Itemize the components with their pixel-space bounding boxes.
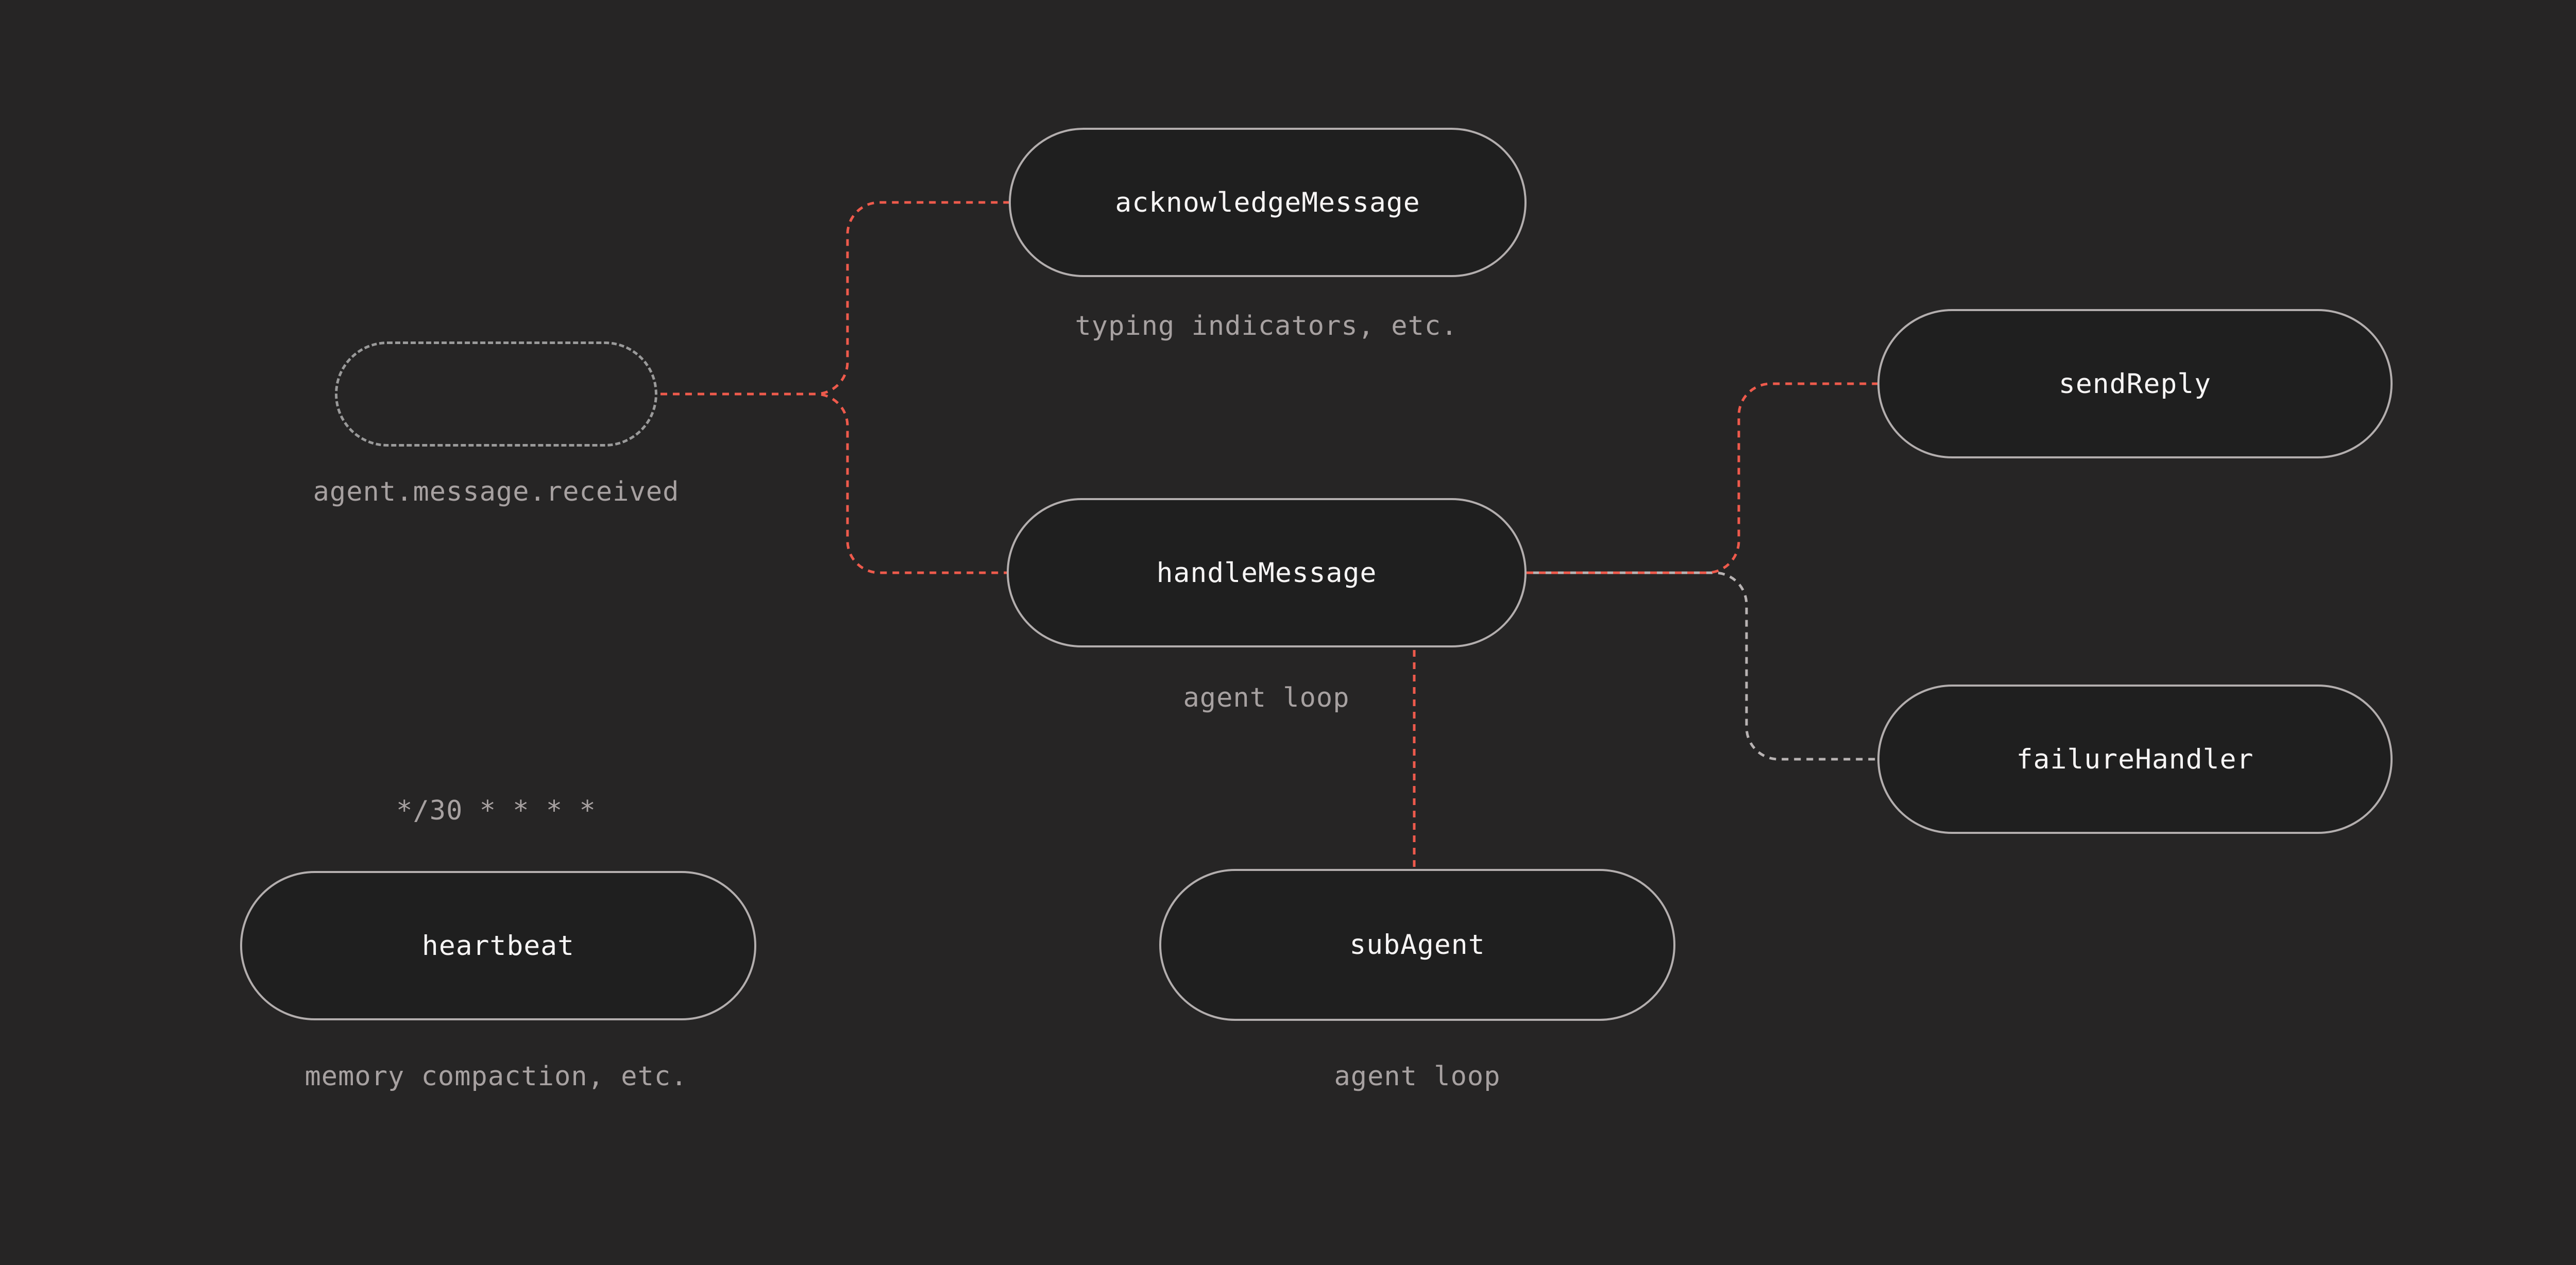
caption-acknowledge-message: typing indicators, etc.: [1075, 311, 1458, 341]
caption-trigger-event: agent.message.received: [313, 476, 680, 507]
caption-handle-message: agent loop: [1183, 682, 1350, 713]
caption-heartbeat: memory compaction, etc.: [304, 1061, 688, 1092]
edge-trigger-to-acknowledge: [660, 201, 1009, 396]
node-label: handleMessage: [1156, 557, 1377, 589]
node-label: acknowledgeMessage: [1115, 186, 1420, 218]
node-label: subAgent: [1349, 929, 1485, 961]
node-acknowledge-message: acknowledgeMessage: [1009, 128, 1527, 277]
node-send-reply: sendReply: [1877, 309, 2393, 458]
edge-handle-to-sendreply: [1527, 382, 1877, 574]
node-label: failureHandler: [2016, 743, 2254, 775]
node-sub-agent: subAgent: [1159, 869, 1675, 1021]
edge-trigger-to-handle: [660, 392, 1007, 574]
heartbeat-cron-schedule: */30 * * * *: [396, 795, 596, 826]
node-heartbeat: heartbeat: [240, 871, 756, 1020]
node-label: heartbeat: [421, 930, 575, 962]
node-handle-message: handleMessage: [1007, 498, 1527, 647]
node-failure-handler: failureHandler: [1877, 685, 2393, 834]
edge-handle-to-failurehandler: [1527, 571, 1877, 761]
node-label: sendReply: [2058, 368, 2212, 400]
caption-sub-agent: agent loop: [1334, 1061, 1501, 1092]
node-trigger-ghost: [335, 341, 657, 447]
